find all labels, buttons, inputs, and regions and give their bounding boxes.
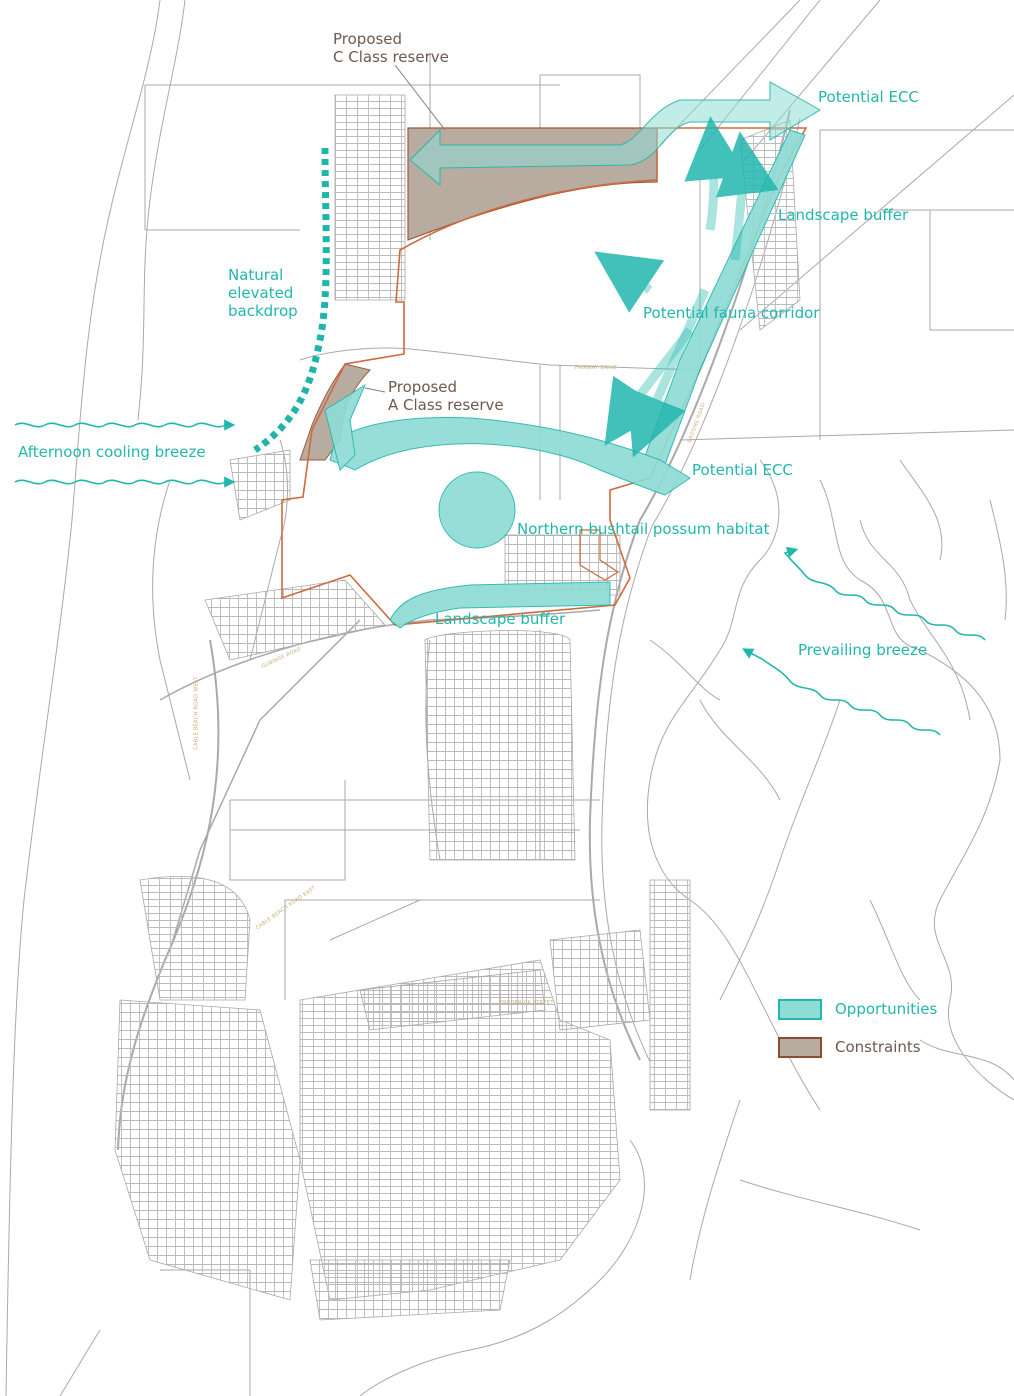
cooling-breeze-arrow-1 — [14, 419, 236, 431]
landscape-buffer-south-label: Landscape buffer — [435, 610, 566, 628]
dune-line — [137, 0, 186, 421]
road-label-frederick: FREDERICK STREET — [500, 1000, 554, 1006]
a-class-reserve-label: Proposed A Class reserve — [388, 378, 504, 414]
fauna-arrow-1 — [684, 116, 748, 231]
prevailing-breeze-arrow-1 — [783, 546, 986, 641]
road-label-cable-beach-west: CABLE BEACH ROAD WEST — [193, 676, 200, 750]
site-boundary — [281, 127, 808, 626]
natural-label-line1: Natural — [228, 266, 284, 284]
coastline — [5, 0, 161, 1396]
fauna-arrow-2 — [715, 131, 779, 261]
broome-road-inner — [601, 117, 801, 1063]
natural-backdrop-label: Natural elevated backdrop — [228, 266, 298, 320]
c-class-label-line1: Proposed — [333, 30, 403, 48]
natural-label-line2: elevated — [228, 284, 294, 302]
suburb-grids — [114, 94, 801, 1321]
fauna-arrow-4 — [604, 327, 694, 446]
a-class-label-line2: A Class reserve — [388, 396, 504, 414]
a-class-label-line1: Proposed — [388, 378, 458, 396]
ecc-corridor-west — [324, 383, 367, 471]
road-label-fairway: FAIRWAY DRIVE — [575, 365, 618, 371]
base-map — [5, 0, 1014, 1396]
possum-inner-boundary — [579, 529, 620, 581]
landscape-buffer-east-label: Landscape buffer — [778, 206, 909, 224]
leader-lines — [364, 64, 446, 393]
legend: Opportunities Constraints — [778, 994, 998, 1070]
constraints-swatch — [778, 1036, 822, 1058]
landscape-buffer-south — [389, 581, 611, 629]
natural-label-line3: backdrop — [228, 302, 298, 320]
legend-label-constraints: Constraints — [835, 1038, 921, 1056]
potential-ecc-mid-label: Potential ECC — [692, 461, 793, 479]
legend-item-opportunities: Opportunities — [778, 994, 998, 1024]
south-coast — [359, 1139, 645, 1396]
fauna-corridor-label: Potential fauna corridor — [643, 304, 820, 322]
ecc-corridor-north — [409, 81, 821, 187]
cooling-breeze-label: Afternoon cooling breeze — [18, 443, 206, 461]
fauna-arrow-5 — [627, 288, 710, 458]
ecc-corridor-central — [329, 417, 691, 496]
potential-ecc-north-label: Potential ECC — [818, 88, 919, 106]
gubinge-road — [159, 609, 601, 701]
creek — [819, 479, 1014, 1101]
prevailing-breeze-arrow-2 — [742, 648, 941, 736]
c-class-label-line2: C Class reserve — [333, 48, 449, 66]
possum-habitat-area — [438, 471, 516, 549]
fauna-arrow-3 — [594, 251, 665, 313]
opportunities-swatch — [778, 998, 822, 1020]
elevated-backdrop-line — [253, 147, 330, 453]
broome-road — [588, 109, 791, 1061]
prevailing-breeze-label: Prevailing breeze — [798, 641, 928, 659]
opportunity-arrows — [594, 116, 779, 458]
breeze-arrows — [14, 419, 986, 736]
legend-item-constraints: Constraints — [778, 1032, 998, 1062]
legend-label-opportunities: Opportunities — [835, 1000, 938, 1018]
possum-habitat-label: Northern bushtail possum habitat — [517, 520, 770, 538]
c-class-reserve-label: Proposed C Class reserve — [333, 30, 449, 66]
cooling-breeze-arrow-2 — [14, 476, 236, 488]
